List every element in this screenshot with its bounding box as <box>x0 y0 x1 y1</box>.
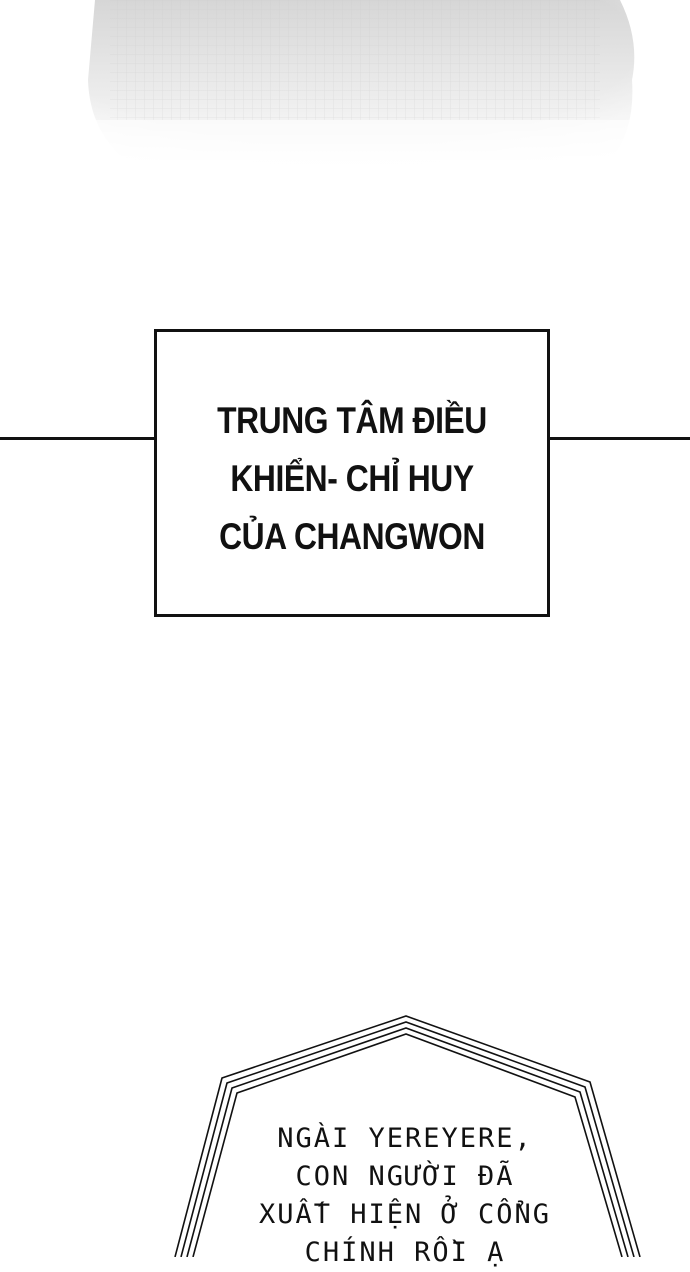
speech-line: CON NGƯỜI ĐÃ <box>295 1161 515 1192</box>
caption-line: TRUNG TÂM ĐIỀU <box>217 400 487 441</box>
location-caption-text: TRUNG TÂM ĐIỀU KHIỂN- CHỈ HUY CỦA CHANGW… <box>184 392 519 566</box>
caption-line: CỦA CHANGWON <box>219 516 485 557</box>
faded-panel-top <box>0 0 690 230</box>
caption-rule-left <box>0 437 156 440</box>
caption-line: KHIỂN- CHỈ HUY <box>230 458 474 499</box>
speech-line: NGÀI YEREYERE, <box>277 1123 533 1154</box>
speech-line: CHÍNH RỒI Ạ <box>304 1237 506 1268</box>
location-caption-box: TRUNG TÂM ĐIỀU KHIỂN- CHỈ HUY CỦA CHANGW… <box>154 329 550 617</box>
speech-line: XUẤT HIỆN Ở CỔNG <box>258 1199 552 1230</box>
speech-bubble-text: NGÀI YEREYERE, CON NGƯỜI ĐÃ XUẤT HIỆN Ở … <box>230 1120 580 1272</box>
caption-rule-right <box>548 437 690 440</box>
